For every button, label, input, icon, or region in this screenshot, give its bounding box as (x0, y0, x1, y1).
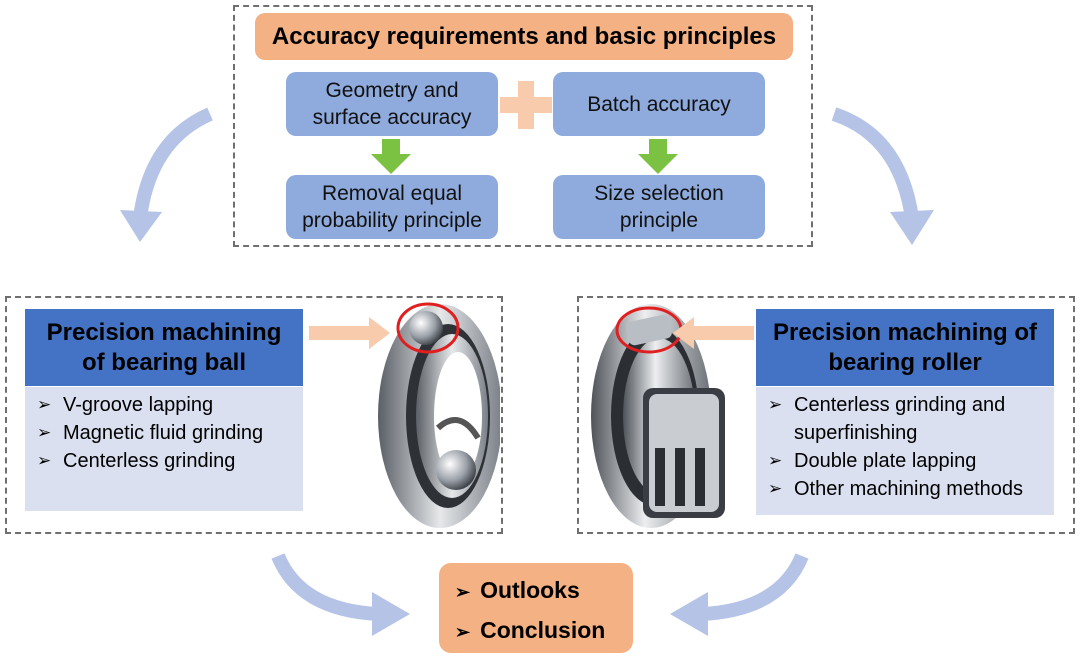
chevron-right-icon: ➢ (768, 451, 783, 470)
curved-arrow-icon (120, 107, 213, 242)
outlook-conclusion-box: ➢Outlooks ➢Conclusion (439, 563, 633, 653)
left-panel-frame (5, 296, 503, 534)
chevron-right-icon: ➢ (455, 582, 471, 602)
chevron-right-icon: ➢ (37, 423, 52, 442)
list-item: ➢Centerless grinding and superfinishing (768, 391, 1042, 447)
list-item: ➢Outlooks (455, 577, 580, 603)
top-section-frame (233, 5, 813, 247)
peach-arrow-right-icon (309, 317, 390, 349)
removal-principle-box: Removal equal probability principle (286, 175, 498, 239)
roller-bearing-image (591, 304, 725, 528)
geometry-accuracy-box: Geometry and surface accuracy (286, 72, 498, 136)
plus-icon (500, 81, 552, 129)
chevron-right-icon: ➢ (768, 395, 783, 414)
green-down-arrow-icon (638, 139, 678, 174)
green-down-arrow-icon (371, 139, 411, 174)
right-methods-list: ➢Centerless grinding and superfinishing … (756, 387, 1054, 515)
list-item: ➢Other machining methods (768, 475, 1042, 503)
right-panel-frame (577, 296, 1075, 534)
peach-arrow-left-icon (673, 317, 754, 349)
batch-accuracy-box: Batch accuracy (553, 72, 765, 136)
left-methods-list: ➢V-groove lapping ➢Magnetic fluid grindi… (25, 387, 303, 511)
curved-arrow-icon (271, 553, 410, 636)
list-item: ➢Centerless grinding (37, 447, 291, 475)
size-selection-box: Size selection principle (553, 175, 765, 239)
list-item: ➢Double plate lapping (768, 447, 1042, 475)
chevron-right-icon: ➢ (455, 622, 471, 642)
curved-arrow-icon (670, 553, 809, 636)
list-item: ➢V-groove lapping (37, 391, 291, 419)
top-title: Accuracy requirements and basic principl… (255, 13, 793, 60)
chevron-right-icon: ➢ (37, 395, 52, 414)
chevron-right-icon: ➢ (37, 451, 52, 470)
left-heading: Precision machining of bearing ball (25, 309, 303, 386)
chevron-right-icon: ➢ (768, 479, 783, 498)
ball-bearing-image (378, 302, 500, 528)
right-heading: Precision machining of bearing roller (756, 309, 1054, 386)
list-item: ➢Magnetic fluid grinding (37, 419, 291, 447)
curved-arrow-icon (831, 107, 934, 245)
list-item: ➢Conclusion (455, 617, 606, 643)
